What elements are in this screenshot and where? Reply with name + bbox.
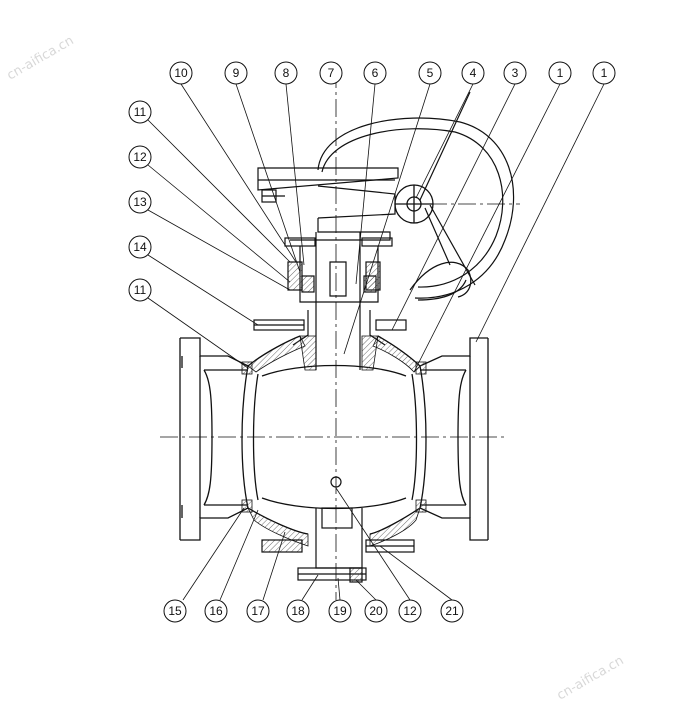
balloon-label: 17 bbox=[251, 604, 265, 618]
balloon-label: 3 bbox=[512, 66, 519, 80]
balloon-label: 21 bbox=[445, 604, 459, 618]
balloon-circle bbox=[548, 61, 572, 85]
balloon-circle bbox=[503, 61, 527, 85]
balloon-circle bbox=[128, 278, 152, 302]
balloon-label: 12 bbox=[403, 604, 417, 618]
watermark-top-left: cn-aifica.cn bbox=[5, 33, 77, 83]
balloon-circle bbox=[274, 61, 298, 85]
balloon-circle bbox=[418, 61, 442, 85]
handwheel bbox=[317, 91, 515, 301]
balloon-label: 10 bbox=[174, 66, 188, 80]
balloon-label: 1 bbox=[601, 66, 608, 80]
balloon-circle bbox=[224, 61, 248, 85]
leader-lines bbox=[147, 83, 605, 601]
watermark-bottom-right: cn-aifica.cn bbox=[555, 653, 627, 703]
balloon-label: 12 bbox=[133, 150, 147, 164]
balloon-circle bbox=[169, 61, 193, 85]
balloon-label: 16 bbox=[209, 604, 223, 618]
balloon-label: 5 bbox=[427, 66, 434, 80]
balloon-circle bbox=[128, 100, 152, 124]
balloon-circle bbox=[128, 235, 152, 259]
balloon-circle bbox=[286, 599, 310, 623]
centerlines bbox=[160, 70, 520, 600]
bottom-trunnion bbox=[261, 507, 415, 583]
balloon-label: 11 bbox=[134, 105, 147, 119]
balloon-label: 8 bbox=[283, 66, 290, 80]
balloon-label: 15 bbox=[168, 604, 182, 618]
bonnet bbox=[253, 232, 407, 370]
balloon-circle bbox=[363, 61, 387, 85]
balloon-circle bbox=[398, 599, 422, 623]
gear-box bbox=[257, 167, 399, 241]
body-hatch bbox=[241, 335, 427, 547]
balloon-label: 13 bbox=[133, 195, 147, 209]
balloon-circle bbox=[246, 599, 270, 623]
valve-body bbox=[179, 335, 489, 541]
balloon-circle bbox=[128, 190, 152, 214]
balloon-label: 18 bbox=[291, 604, 305, 618]
balloon-circle bbox=[461, 61, 485, 85]
balloon-circle bbox=[328, 599, 352, 623]
balloon-label: 20 bbox=[369, 604, 383, 618]
balloon-label: 6 bbox=[372, 66, 379, 80]
balloon-circle bbox=[319, 61, 343, 85]
balloon-circle bbox=[364, 599, 388, 623]
balloon-label: 19 bbox=[333, 604, 347, 618]
balloon-label: 7 bbox=[328, 66, 335, 80]
balloon-circle bbox=[204, 599, 228, 623]
balloon-circle bbox=[128, 145, 152, 169]
balloon-label: 9 bbox=[233, 66, 240, 80]
balloon-circle bbox=[163, 599, 187, 623]
balloon-label: 4 bbox=[470, 66, 477, 80]
balloon-label: 1 bbox=[557, 66, 564, 80]
balloon-label: 14 bbox=[133, 240, 147, 254]
balloon-circle bbox=[440, 599, 464, 623]
balloon-circle bbox=[592, 61, 616, 85]
balloon-label: 11 bbox=[134, 283, 147, 297]
